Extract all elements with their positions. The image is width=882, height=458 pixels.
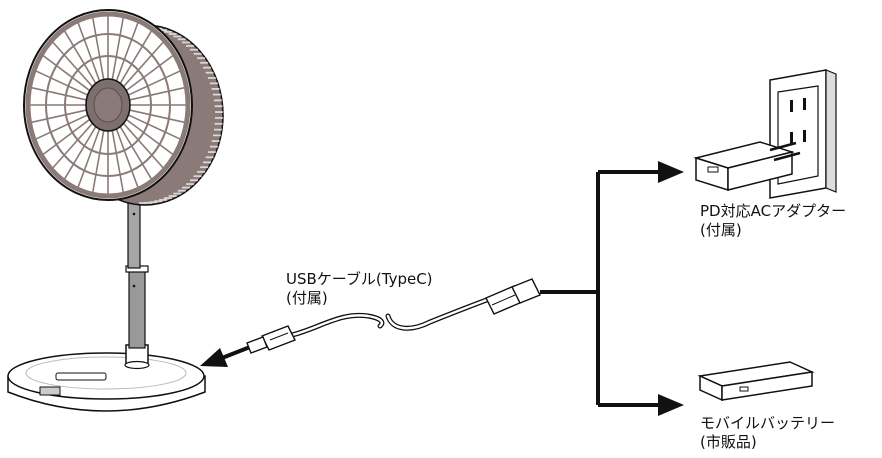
cable-note: (付属) (286, 289, 328, 307)
cable-label: USBケーブル(TypeC) (286, 270, 433, 288)
usb-cable (246, 278, 541, 354)
branch-connector (540, 170, 660, 407)
fan-base (7, 352, 206, 412)
control-panel (55, 372, 107, 381)
arrow-to-fan (200, 345, 251, 367)
ac-adapter (693, 141, 801, 192)
fan-pole (124, 194, 150, 370)
fan-head (23, 9, 224, 206)
battery-note: (市販品) (700, 433, 757, 451)
usb-port (39, 386, 61, 396)
arrow-to-adapter (658, 161, 684, 183)
usb-a-plug (485, 278, 541, 315)
wall-outlet (769, 69, 837, 199)
adapter-note: (付属) (700, 221, 742, 239)
mobile-battery (697, 361, 815, 402)
arrow-to-battery (658, 394, 684, 416)
typec-plug (246, 325, 296, 354)
adapter-label: PD対応ACアダプター (700, 202, 847, 220)
battery-label: モバイルバッテリー (700, 414, 836, 432)
